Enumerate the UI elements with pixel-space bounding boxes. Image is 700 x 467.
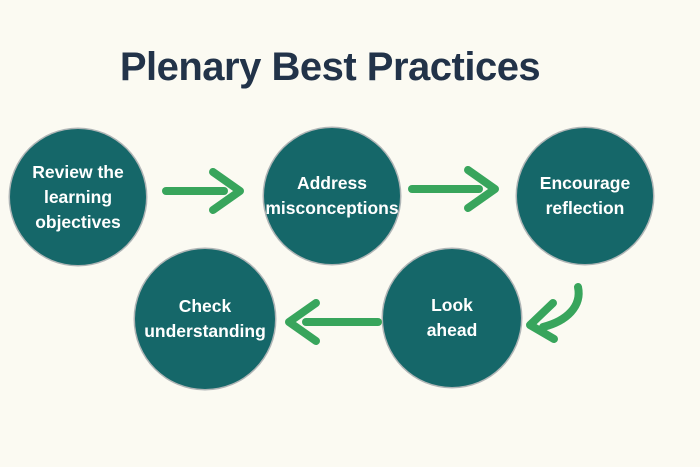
step-label: Look ahead <box>426 295 478 340</box>
arrow-3-curved-down-left-icon <box>526 283 583 343</box>
step-circle-review-learning-objectives: Review the learning objectives <box>10 129 146 265</box>
step-circle-encourage-reflection: Encourage reflection <box>517 128 653 264</box>
arrow-1-right-icon <box>162 168 244 214</box>
page-title: Plenary Best Practices <box>119 45 541 89</box>
step-label: Encourage reflection <box>539 173 631 218</box>
arrow-2-right-icon <box>408 166 499 212</box>
step-label: Check understanding <box>144 296 266 341</box>
step-circle-look-ahead: Look ahead <box>383 249 521 387</box>
arrow-4-left-icon <box>285 299 382 345</box>
step-circle-address-misconceptions: Address misconceptions <box>264 128 400 264</box>
step-label: Review the learning objectives <box>32 161 124 232</box>
step-circle-check-understanding: Check understanding <box>135 249 275 389</box>
step-label: Address misconceptions <box>265 173 399 218</box>
